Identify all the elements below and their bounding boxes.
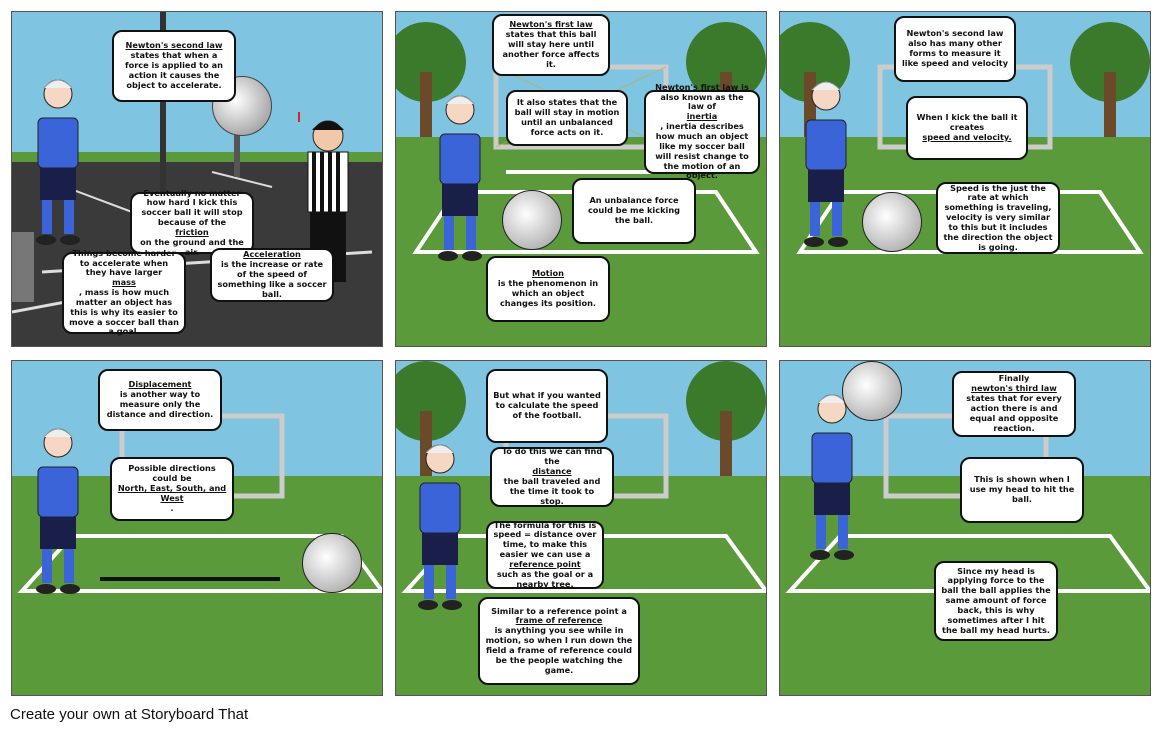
speech-bubble-directions: Possible directions could be North, East… [110, 457, 234, 521]
player-figure [796, 76, 856, 260]
panel-4: Displacement is another way to measure o… [11, 360, 383, 696]
panel-6: Finally newton's third law states that f… [779, 360, 1151, 696]
speech-bubble-motion: Motion is the phenomenon in which an obj… [486, 256, 610, 322]
player-figure [28, 74, 88, 258]
speech-bubble-equal-force: Since my head is applying force to the b… [934, 561, 1058, 641]
speech-bubble-inertia: Newton's first law is also known as the … [644, 82, 760, 180]
speech-bubble-third-law: Finally newton's third law states that f… [952, 371, 1076, 437]
speech-bubble-mass: Things become harder to accelerate when … [62, 248, 186, 336]
speech-bubble-first-law: Newton's first law states that this ball… [492, 14, 610, 76]
footer-credit[interactable]: Create your own at Storyboard That [10, 706, 249, 723]
speech-bubble-head-hit: This is shown when I use my head to hit … [960, 457, 1084, 523]
speech-bubble-speed-definition: Speed is the just the rate at which some… [936, 182, 1060, 254]
speech-bubble-speed-velocity: When I kick the ball it creates speed an… [906, 96, 1028, 160]
soccer-ball-icon [212, 76, 272, 136]
panel-3: Newton's second law also has many other … [779, 11, 1151, 347]
player-figure [410, 439, 470, 623]
speech-bubble-acceleration: Acceleration is the increase or rate of … [210, 248, 334, 302]
speech-bubble-second-law: Newton's second law states that when a f… [112, 30, 236, 102]
player-figure [430, 90, 490, 274]
soccer-ball-icon [842, 361, 902, 421]
speech-bubble-distance-time: To do this we can find the distance the … [490, 447, 614, 507]
speech-bubble-frame-of-reference: Similar to a reference point a frame of … [478, 597, 640, 685]
speech-bubble-calculate-speed: But what if you wanted to calculate the … [486, 369, 608, 443]
player-figure [28, 423, 88, 607]
speech-bubble-friction: Eventually no matter how hard I kick thi… [130, 188, 254, 256]
speech-bubble-unbalanced-force: It also states that the ball will stay i… [506, 90, 628, 146]
speech-bubble-kick: An unbalance force could be me kicking t… [572, 178, 696, 244]
soccer-ball-icon [502, 190, 562, 250]
panel-1: Newton's second law states that when a f… [11, 11, 383, 347]
speech-bubble-other-forms: Newton's second law also has many other … [894, 16, 1016, 82]
player-figure [802, 389, 862, 573]
panel-5: But what if you wanted to calculate the … [395, 360, 767, 696]
panel-2: Newton's first law states that this ball… [395, 11, 767, 347]
speech-bubble-displacement: Displacement is another way to measure o… [98, 369, 222, 431]
speech-bubble-formula: The formula for this is speed = distance… [486, 520, 604, 589]
soccer-ball-icon [302, 533, 362, 593]
soccer-ball-icon [862, 192, 922, 252]
